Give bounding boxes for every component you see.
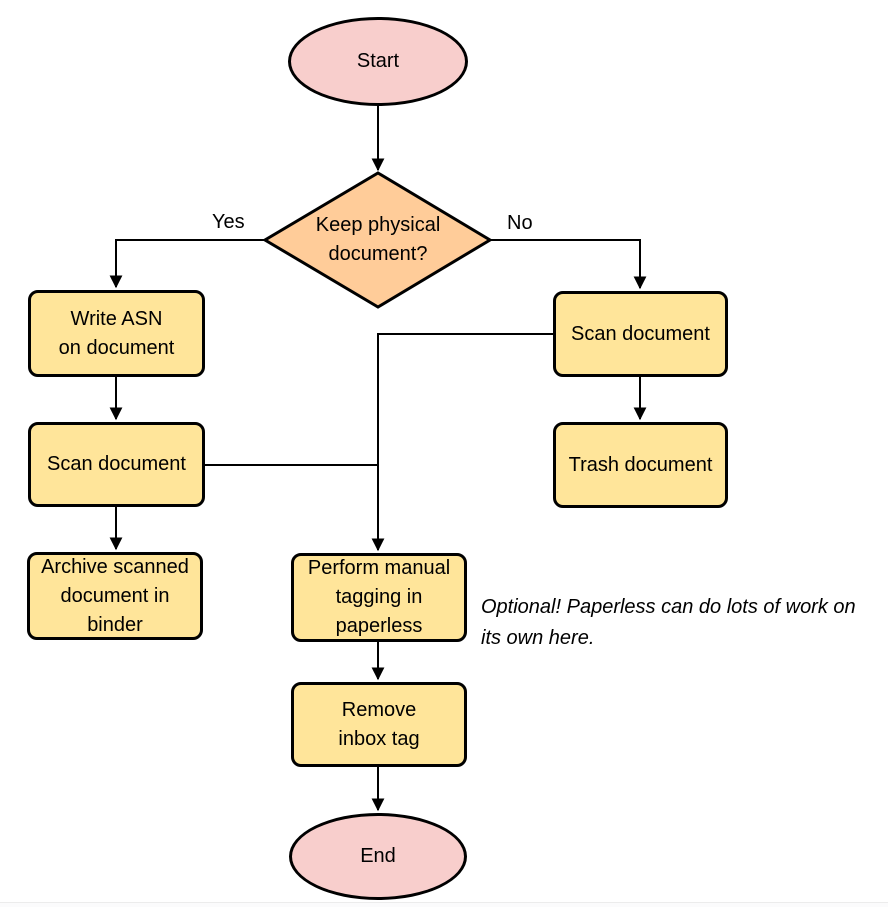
annotation-note: Optional! Paperless can do lots of work … [481, 596, 856, 649]
node-start: Start [288, 17, 468, 106]
bottom-strip [0, 903, 888, 907]
edge-decision-yes-to-write-asn [109, 239, 265, 289]
node-remove-inbox-tag: Remove inbox tag [291, 682, 467, 767]
bottom-divider-line [0, 902, 888, 903]
edge-decision-no-to-scan-right [490, 239, 647, 290]
node-write-asn: Write ASN on document [28, 290, 205, 377]
node-end: End [289, 813, 467, 900]
node-scan-document-left: Scan document [28, 422, 205, 507]
node-archive-binder: Archive scanned document in binder [27, 552, 203, 640]
node-trash-document: Trash document [553, 422, 728, 508]
node-manual-tagging: Perform manual tagging in paperless [291, 553, 467, 642]
node-decision-label: Keep physical document? [315, 214, 441, 265]
edge-label-no: No [507, 212, 533, 234]
node-scan-document-right: Scan document [553, 291, 728, 377]
decision-diamond-shape [262, 171, 493, 309]
edge-scan-right-to-tagging [371, 333, 553, 552]
edge-label-yes: Yes [212, 211, 245, 233]
